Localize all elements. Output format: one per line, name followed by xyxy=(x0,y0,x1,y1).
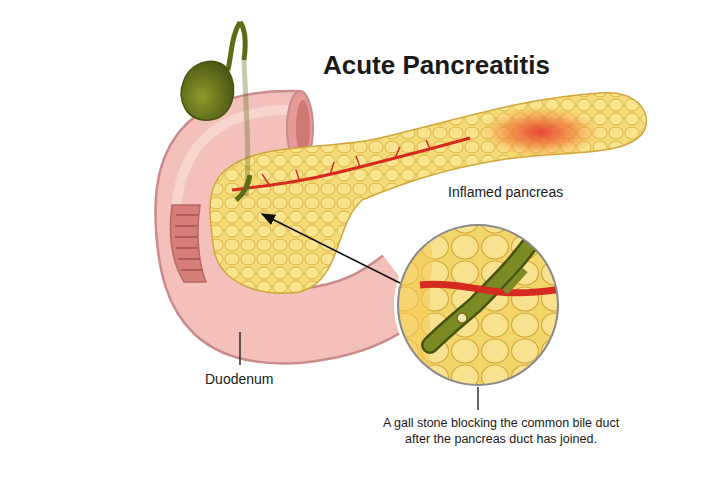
bile-duct-hidden xyxy=(244,60,248,196)
inflamed-area xyxy=(478,106,602,158)
zoom-inset xyxy=(380,220,570,390)
part-label: Inflamed pancreas xyxy=(448,183,563,201)
duodenum-window xyxy=(171,205,207,282)
part-label: Duodenum xyxy=(205,370,274,388)
callout-note: A gall stone blocking the common bile du… xyxy=(380,415,622,448)
bile-duct xyxy=(236,175,250,200)
diagram-title: Acute Pancreatitis xyxy=(323,50,550,81)
pointer-arrow xyxy=(262,214,400,283)
duct-branches xyxy=(262,140,430,186)
common-bile-duct xyxy=(240,22,245,60)
hepatic-duct xyxy=(228,22,240,70)
leader-line xyxy=(239,332,240,365)
gallbladder xyxy=(181,61,233,120)
leader-line xyxy=(477,387,478,410)
pancreatic-duct xyxy=(232,138,470,190)
